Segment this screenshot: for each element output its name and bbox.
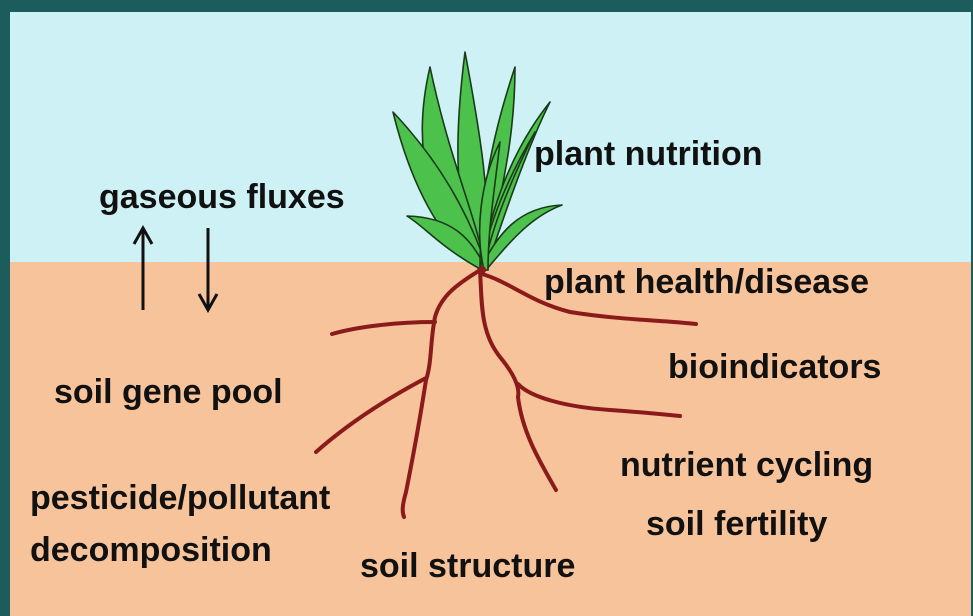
plant-crown	[478, 266, 486, 274]
root-main-left	[403, 270, 480, 517]
root-branch-mid-left	[316, 378, 426, 452]
arrow-down-icon	[199, 228, 217, 310]
bioindicators-label: bioindicators	[668, 349, 881, 385]
soil-structure-label: soil structure	[360, 548, 575, 584]
nutrient-cycling-label: nutrient cycling	[620, 447, 873, 483]
root-branch-lower-right	[518, 384, 680, 416]
diagram-panel: gaseous fluxes plant nutrition plant hea…	[10, 12, 971, 616]
soil-gene-pool-label: soil gene pool	[54, 374, 283, 410]
soil-fertility-label: soil fertility	[646, 506, 827, 542]
plant-health-label: plant health/disease	[544, 264, 869, 300]
plant-nutrition-label: plant nutrition	[534, 136, 763, 172]
root-branch-upper-left	[332, 322, 435, 334]
decomposition-label: decomposition	[30, 532, 272, 568]
gaseous-fluxes-label: gaseous fluxes	[99, 179, 345, 215]
arrow-up-icon	[134, 228, 152, 310]
pesticide-label: pesticide/pollutant	[30, 480, 330, 516]
